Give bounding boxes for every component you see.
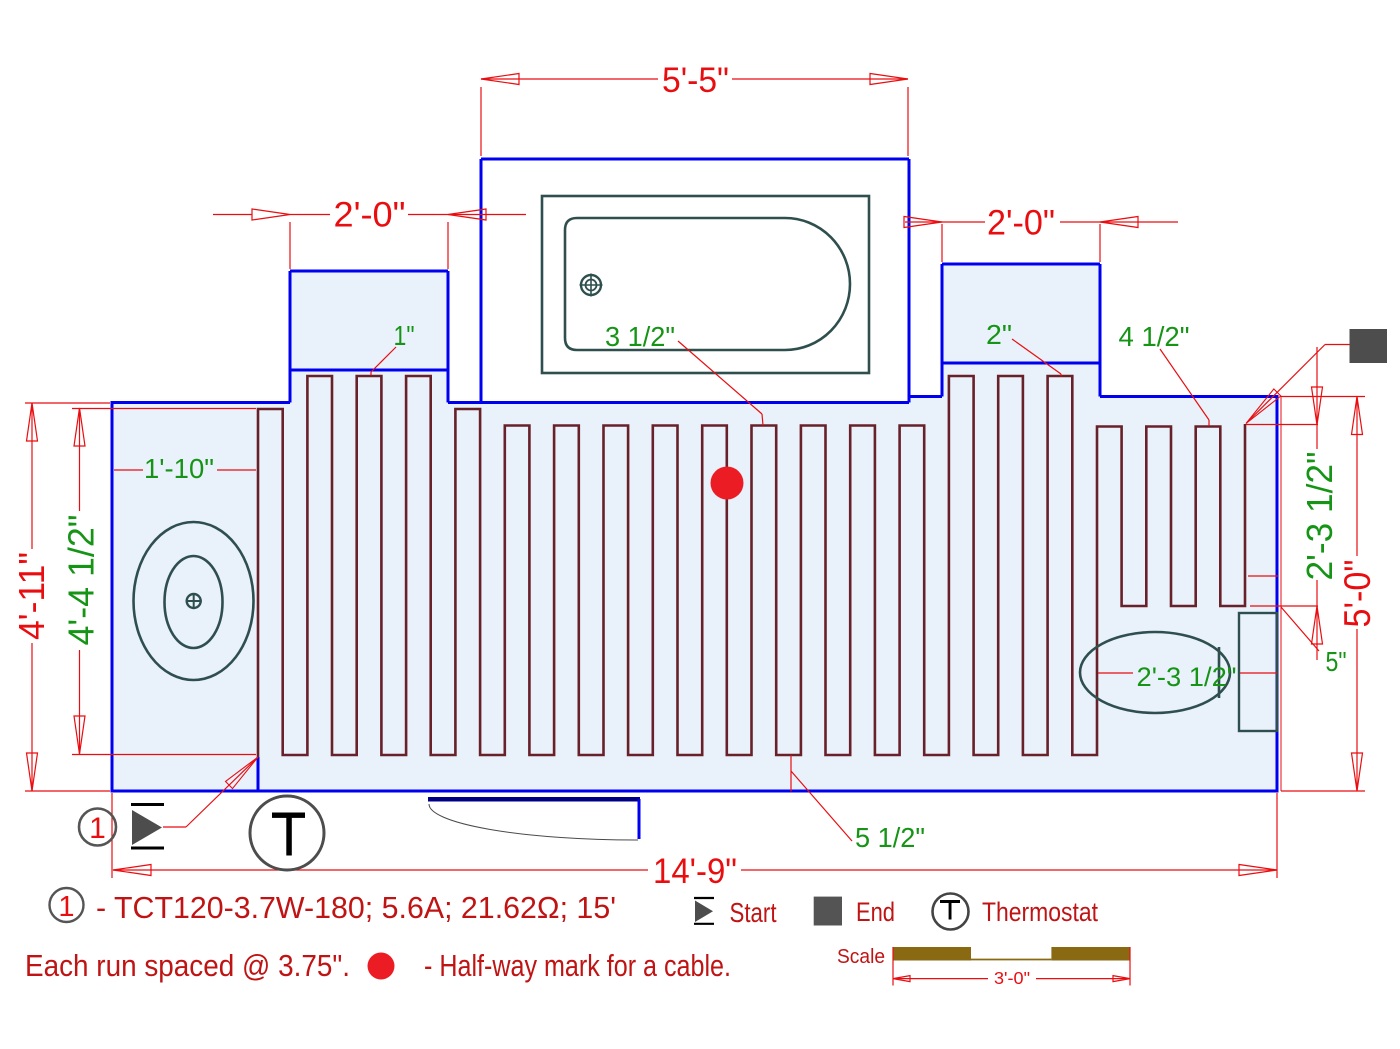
svg-text:- TCT120-3.7W-180; 5.6A; 21.62: - TCT120-3.7W-180; 5.6A; 21.62Ω; 15' [96, 891, 616, 925]
svg-text:3'-0": 3'-0" [994, 968, 1030, 988]
svg-text:5": 5" [1326, 646, 1347, 677]
svg-text:4'-11": 4'-11" [11, 552, 52, 640]
svg-text:5'-0": 5'-0" [1337, 560, 1378, 628]
svg-text:4'-4 1/2": 4'-4 1/2" [61, 515, 102, 646]
svg-text:14'-9": 14'-9" [653, 852, 737, 891]
svg-text:2'-0": 2'-0" [334, 196, 406, 235]
svg-text:1'-10": 1'-10" [144, 453, 214, 484]
svg-text:Scale: Scale [837, 945, 885, 968]
svg-text:5 1/2": 5 1/2" [855, 822, 925, 853]
svg-text:5'-5": 5'-5" [662, 61, 729, 100]
svg-text:Each run spaced @ 3.75".: Each run spaced @ 3.75". [25, 949, 350, 983]
svg-text:Thermostat: Thermostat [982, 897, 1098, 927]
svg-text:1: 1 [58, 891, 74, 923]
svg-text:End: End [856, 897, 895, 927]
svg-text:- Half-way mark for a cable.: - Half-way mark for a cable. [424, 949, 731, 983]
svg-text:1: 1 [89, 812, 106, 845]
svg-text:3 1/2": 3 1/2" [605, 321, 675, 352]
svg-text:2'-3 1/2": 2'-3 1/2" [1137, 662, 1237, 692]
svg-text:2'-0": 2'-0" [987, 204, 1055, 243]
svg-text:2'-3 1/2": 2'-3 1/2" [1299, 452, 1340, 581]
svg-text:4 1/2": 4 1/2" [1119, 321, 1190, 352]
svg-text:2": 2" [986, 319, 1012, 350]
svg-text:1": 1" [394, 320, 415, 351]
svg-text:Start: Start [730, 897, 777, 928]
